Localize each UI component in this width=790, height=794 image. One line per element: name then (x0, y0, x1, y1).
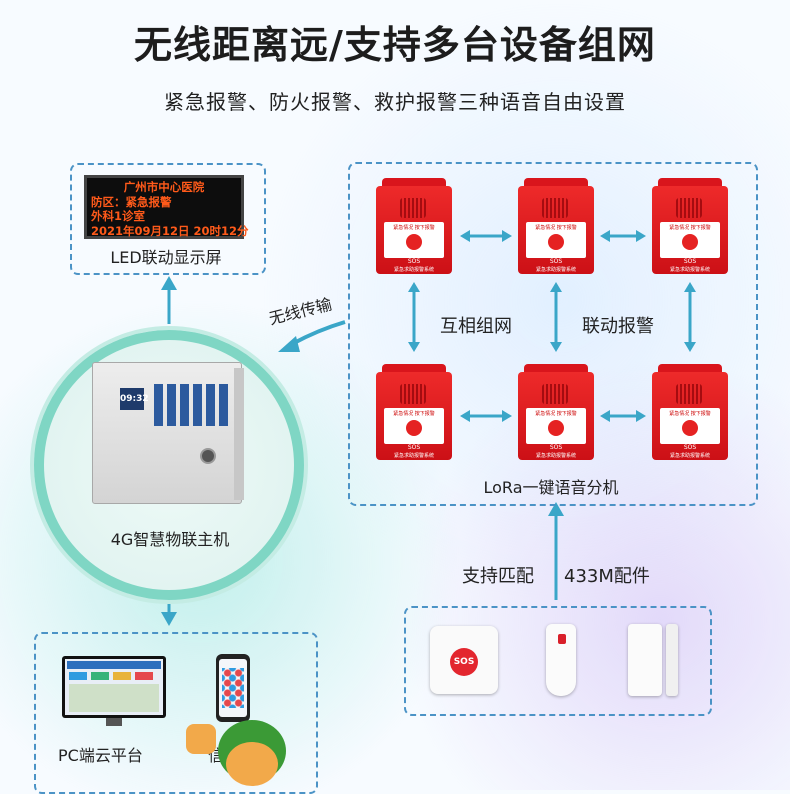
mascot-face-icon (226, 742, 278, 786)
wireless-arrowhead (278, 336, 300, 352)
monitor-tile-2 (91, 672, 109, 680)
led-screen: 广州市中心医院 防区：紧急报警 外科1诊室 2021年09月12日 20时12分 (84, 175, 249, 239)
door-sensor-device (628, 624, 662, 696)
monitor-header-bar (67, 661, 161, 669)
page-subtitle: 紧急报警、防火报警、救护报警三种语音自由设置 (164, 90, 626, 114)
monitor-stand (106, 718, 122, 726)
led-display-box (70, 163, 266, 275)
host-label: 4G智慧物联主机 (110, 530, 230, 549)
monitor-map (69, 684, 159, 712)
led-line-3: 外科1诊室 (91, 209, 146, 223)
host-to-pc-arrowhead (161, 612, 177, 626)
host-cabinet-side (234, 368, 244, 500)
thumbs-up-icon (186, 724, 216, 754)
led-display-label: LED联动显示屏 (110, 248, 222, 267)
accessory-433-label: 433M配件 (564, 566, 650, 587)
monitor-tile-1 (69, 672, 87, 680)
host-keypad (154, 384, 230, 426)
led-line-2: 防区：紧急报警 (91, 194, 172, 209)
remote-button-icon (558, 634, 566, 644)
host-to-led-arrowhead (161, 276, 177, 290)
linkage-label: 联动报警 (582, 316, 654, 337)
monitor-tile-3 (113, 672, 131, 680)
sos-button-icon: SOS (450, 648, 478, 676)
led-line-4: 2021年09月12日 20时12分 (91, 223, 249, 238)
accessory-match-label: 支持匹配 (462, 566, 534, 587)
page-title: 无线距离远/支持多台设备组网 (134, 23, 656, 67)
mesh-label: 互相组网 (440, 316, 512, 337)
pc-platform-label: PC端云平台 (58, 746, 143, 765)
door-sensor-magnet (666, 624, 678, 696)
accessory-box (404, 606, 712, 716)
terminal-label: LoRa一键语音分机 (483, 478, 619, 497)
led-line-1: 广州市中心医院 (123, 180, 205, 194)
accessory-to-terminal-arrowhead (548, 502, 564, 516)
terminal-group-box (348, 162, 758, 506)
monitor-tile-4 (135, 672, 153, 680)
host-lock-icon (200, 448, 216, 464)
phone-app-icons (222, 668, 244, 708)
host-lcd-time: 09:32 (120, 388, 149, 410)
